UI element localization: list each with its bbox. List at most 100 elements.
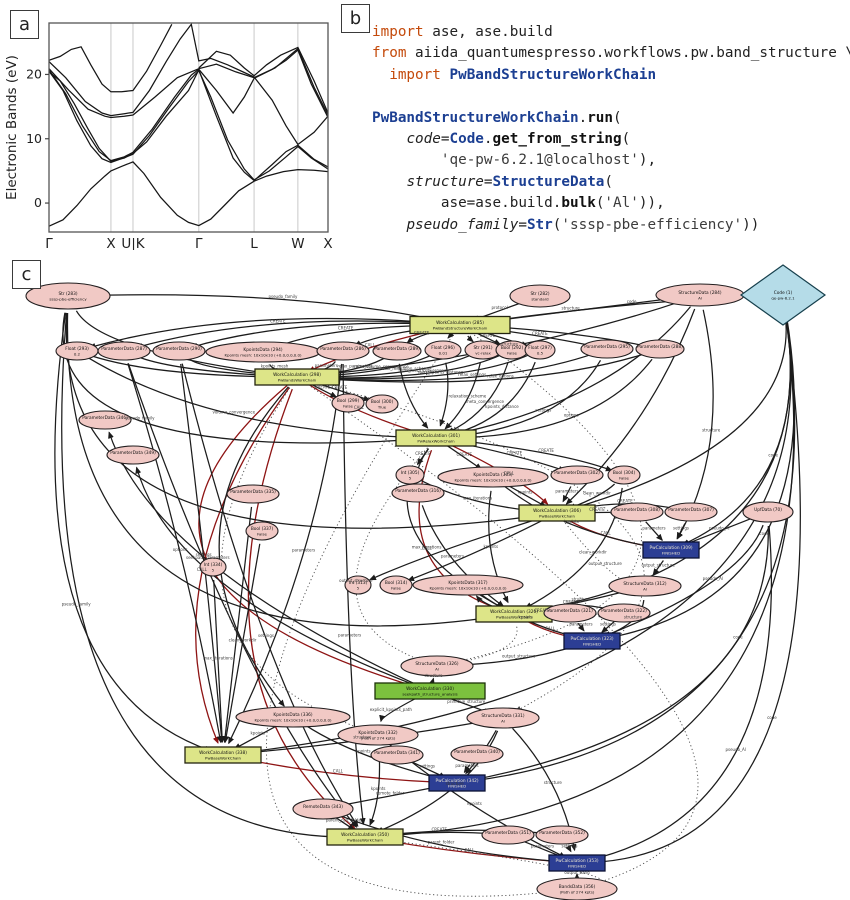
edge-label: output_structure xyxy=(588,561,622,566)
svg-text:ParameterData (346): ParameterData (346) xyxy=(82,415,128,421)
graph-edge-upf70-pc342 xyxy=(468,525,769,783)
graph-node-f293: Float (293)0.2 xyxy=(55,341,99,361)
graph-edge-f293-wc298 xyxy=(89,354,285,380)
svg-text:ParameterData (341): ParameterData (341) xyxy=(374,750,420,756)
graph-edge-wc285-bd356 xyxy=(266,335,564,897)
edge-label: structure xyxy=(446,781,465,786)
edge-label: structure xyxy=(500,341,519,346)
edge-label: output_structure xyxy=(339,578,373,583)
graph-edge-pd321-pc323 xyxy=(577,622,585,632)
graph-node-pc309: PwCalculation (309)FINISHED xyxy=(642,541,700,559)
graph-node-wc298: WorkCalculation (298)PwBandsWorkChain xyxy=(254,368,340,386)
graph-edge-wc285-f296 xyxy=(447,331,455,339)
x-tick-label: X xyxy=(323,236,332,250)
graph-node-upf70: UpfData (70) xyxy=(742,501,794,523)
graph-edge-code1-wc350 xyxy=(377,314,795,839)
edge-label: parameters xyxy=(292,547,315,552)
svg-text:Kpoints mesh: 10x10x10 (+0.0,0: Kpoints mesh: 10x10x10 (+0.0,0.0,0.0) xyxy=(255,718,332,723)
edge-label: seekpath_parameters xyxy=(186,555,230,560)
edge-label: code xyxy=(759,531,769,536)
graph-node-str291: Str (291)vc-relax xyxy=(464,340,502,360)
svg-text:FINISHED: FINISHED xyxy=(583,642,601,647)
svg-text:5: 5 xyxy=(409,476,412,481)
graph-edge-pd288-wc298 xyxy=(309,352,648,383)
svg-text:Bool (304): Bool (304) xyxy=(613,470,636,476)
panel-c-label: c xyxy=(12,260,41,289)
edge-label: CREATE xyxy=(480,333,496,338)
edge-label: volume_convergence xyxy=(212,409,255,414)
graph-node-kd332: KpointsData (332)(Path of 274 kpts) xyxy=(337,724,419,746)
graph-edge-wc306-int313 xyxy=(368,516,545,581)
graph-node-pd340: ParameterData (340) xyxy=(450,744,504,764)
svg-text:False: False xyxy=(619,476,629,481)
graph-node-cf330: WorkCalculation (330)seekpath_structure_… xyxy=(374,682,486,700)
svg-text:(Path of 274 kpts): (Path of 274 kpts) xyxy=(361,736,396,741)
band-line-band8 xyxy=(49,68,328,182)
plot-frame xyxy=(48,22,329,233)
svg-text:KpointsData (336): KpointsData (336) xyxy=(273,712,313,718)
edge-label: CREATE xyxy=(534,608,550,613)
svg-text:ParameterData (316): ParameterData (316) xyxy=(395,488,441,494)
svg-text:PwCalculation (309): PwCalculation (309) xyxy=(650,545,693,551)
graph-edge-cf330-pd349 xyxy=(135,466,419,687)
edge-label: structure xyxy=(624,615,643,620)
edge-label: options xyxy=(564,412,579,417)
edge-label: kpoints xyxy=(564,519,579,524)
graph-node-pd341: ParameterData (341) xyxy=(370,745,424,765)
svg-text:ParameterData (308): ParameterData (308) xyxy=(614,507,660,513)
edge-label: pseudo_family xyxy=(62,601,92,606)
edge-label: kpoints xyxy=(371,786,386,791)
panel-b-label: b xyxy=(341,4,370,33)
graph-node-pd349: ParameterData (349) xyxy=(106,445,160,465)
y-tick-label: 10 xyxy=(26,131,42,146)
x-tick-label: W xyxy=(291,236,304,250)
svg-text:WorkCalculation (320): WorkCalculation (320) xyxy=(490,609,538,615)
graph-node-pd316: ParameterData (316) xyxy=(391,483,445,503)
graph-node-pd295: ParameterData (295) xyxy=(580,339,634,359)
svg-text:Float (293): Float (293) xyxy=(65,346,89,352)
edge-label: parameters xyxy=(569,622,592,627)
svg-text:ParameterData (302): ParameterData (302) xyxy=(554,470,600,476)
code-line: import ase, ase.build xyxy=(372,24,553,40)
graph-node-pd321: ParameterData (321) xyxy=(543,603,597,623)
edge-label: pseudo_family xyxy=(125,415,155,420)
svg-text:Kpoints mesh: 10x10x10 (+0.0,0: Kpoints mesh: 10x10x10 (+0.0,0.0,0.0) xyxy=(430,586,507,591)
svg-text:PwCalculation (323): PwCalculation (323) xyxy=(571,636,614,642)
svg-text:RemoteData (343): RemoteData (343) xyxy=(303,804,343,810)
svg-text:PwBaseWorkChain: PwBaseWorkChain xyxy=(539,514,576,519)
graph-edge-pd308-pc309 xyxy=(645,521,663,542)
edge-label: output_band xyxy=(564,870,590,875)
edge-label: relax_options xyxy=(487,374,514,379)
graph-node-pd346: ParameterData (346) xyxy=(78,410,132,430)
graph-edge-pd290-wc350 xyxy=(181,363,359,828)
graph-node-wc306: WorkCalculation (306)PwBaseWorkChain xyxy=(518,504,596,522)
graph-node-pd302: ParameterData (302) xyxy=(550,465,604,485)
svg-text:False: False xyxy=(257,532,267,537)
edge-label: settings xyxy=(600,622,616,627)
edge-label: settings xyxy=(196,552,212,557)
svg-text:ParameterData (352): ParameterData (352) xyxy=(539,830,585,836)
graph-node-sd331: StructureData (331)Al xyxy=(466,707,540,729)
graph-node-b299: Bool (299)False xyxy=(331,393,365,413)
svg-text:0.2: 0.2 xyxy=(74,352,81,357)
graph-edge-f293-wc301 xyxy=(87,357,424,441)
graph-node-f297: Float (297)0.5 xyxy=(524,340,556,360)
edge-label: CREATE xyxy=(617,498,633,503)
edge-label: kpoints xyxy=(518,490,533,495)
edge-label: structure xyxy=(353,735,372,740)
svg-text:PwBandsWorkChain: PwBandsWorkChain xyxy=(278,378,317,383)
svg-text:Kpoints mesh: 10x10x10 (+0.0,0: Kpoints mesh: 10x10x10 (+0.0,0.0,0.0) xyxy=(455,478,532,483)
edge-label: max_iterations xyxy=(463,496,493,501)
code-line: PwBandStructureWorkChain.run( xyxy=(372,109,622,126)
graph-edge-wc298-kd332 xyxy=(220,387,366,731)
svg-text:KpointsData (294): KpointsData (294) xyxy=(243,347,283,353)
graph-node-wc320: WorkCalculation (320)PwBaseWorkChain xyxy=(475,605,553,623)
code-line: ase=ase.build.bulk('Al')), xyxy=(372,195,665,212)
svg-text:KpointsData (332): KpointsData (332) xyxy=(358,730,398,736)
edge-label: parameters xyxy=(441,553,464,558)
svg-text:Al: Al xyxy=(435,667,439,672)
graph-node-pd335: ParameterData (335) xyxy=(226,484,280,504)
graph-edge-pc342-rd343 xyxy=(335,784,445,809)
edge-label: CREATE xyxy=(414,330,430,335)
svg-text:5: 5 xyxy=(212,568,215,573)
